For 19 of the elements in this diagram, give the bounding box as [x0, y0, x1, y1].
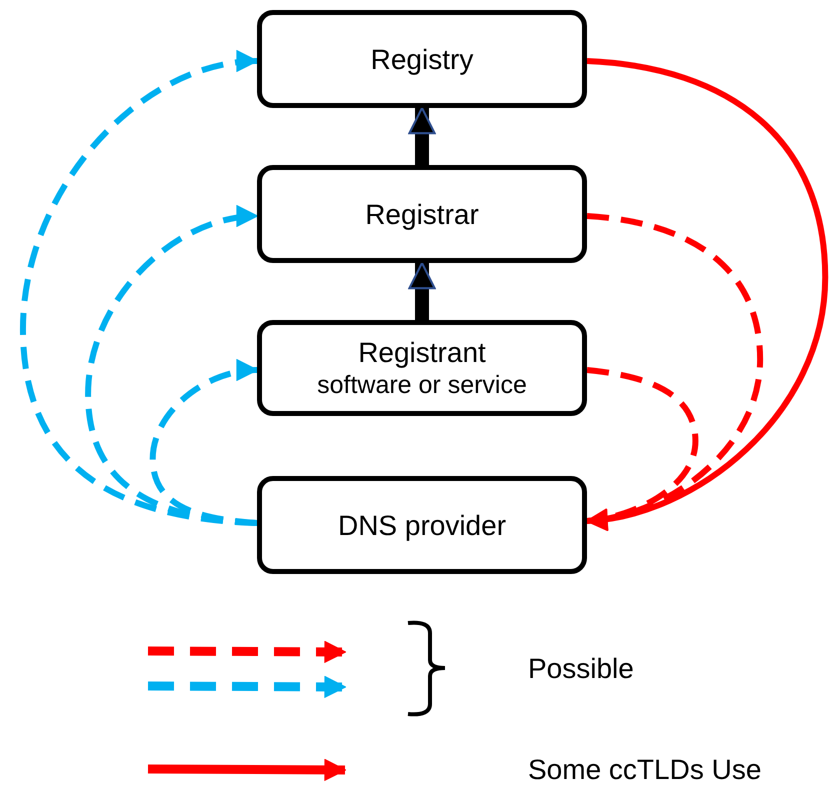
node-label: Registrant — [358, 336, 486, 370]
arrow — [586, 213, 764, 530]
process-box — [257, 476, 587, 574]
node-label: DNS provider — [338, 508, 506, 542]
legend-label: Possible — [528, 655, 634, 683]
arrow — [586, 367, 698, 530]
node-label: Registry — [370, 42, 474, 76]
node-label: Registrar — [365, 198, 479, 232]
process-box — [257, 10, 587, 108]
node-label: software or service — [317, 370, 527, 401]
process-box — [257, 165, 587, 263]
arrow — [408, 262, 436, 320]
arrow — [85, 206, 258, 526]
process-box — [257, 320, 587, 416]
arrow — [150, 360, 258, 526]
arrow — [20, 52, 258, 526]
arrow — [586, 58, 828, 530]
legend-label: Some ccTLDs Use — [528, 756, 762, 784]
arrow — [408, 106, 436, 165]
